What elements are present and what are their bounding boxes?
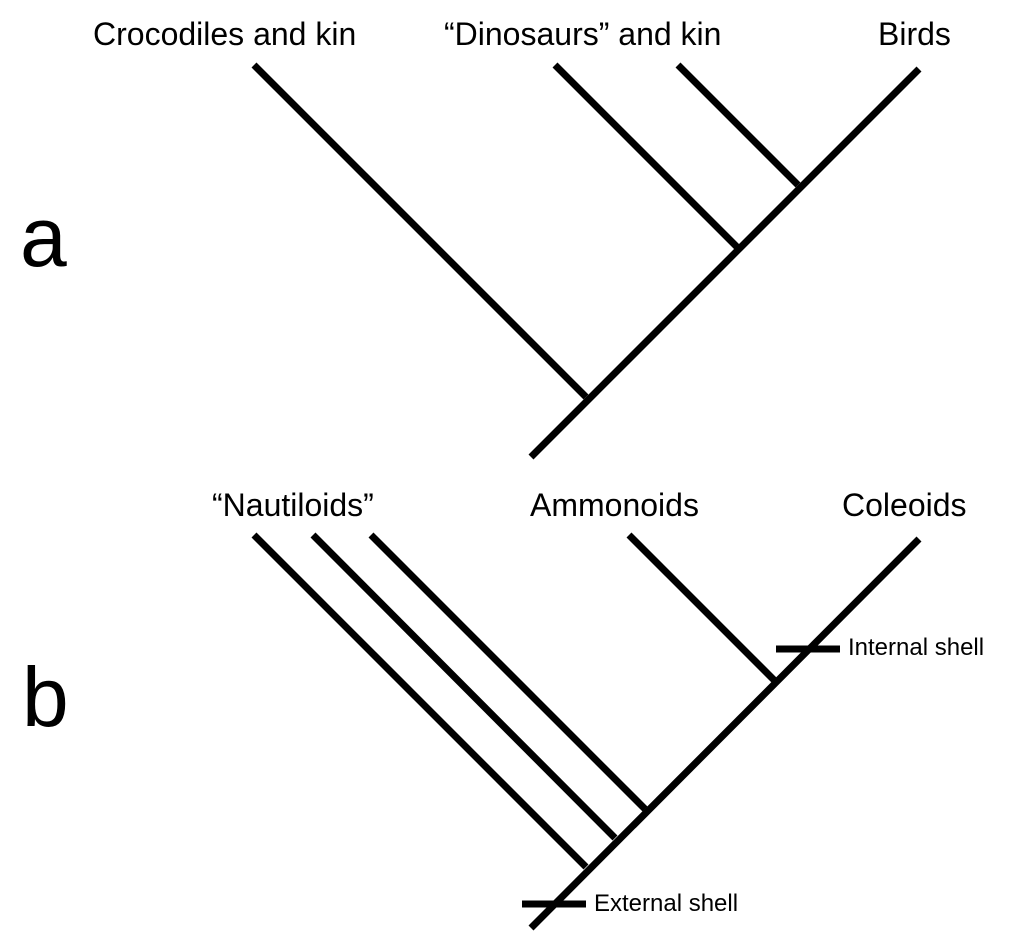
tree-b-branch-ammonoids — [626, 532, 778, 684]
panel-label-b: b — [22, 650, 69, 744]
tree-a-branch-dinosaurs-2 — [675, 62, 801, 188]
tree-b-branch-nautiloid-1 — [251, 532, 589, 870]
panel-label-a: a — [20, 190, 67, 284]
tree-a-main-stem — [528, 66, 922, 460]
tree-b-branch-nautiloid-2 — [310, 532, 618, 841]
taxon-label-nautiloids: “Nautiloids” — [212, 487, 374, 523]
taxon-label-dinosaurs: “Dinosaurs” and kin — [444, 16, 722, 52]
tree-a-branch-crocodiles — [251, 62, 589, 400]
tree-b-branch-nautiloid-3 — [368, 532, 648, 812]
character-label-external-shell: External shell — [594, 890, 739, 917]
tree-b-main-stem — [528, 536, 922, 931]
taxon-label-coleoids: Coleoids — [842, 487, 967, 523]
character-label-internal-shell: Internal shell — [848, 634, 985, 661]
taxon-label-birds: Birds — [878, 16, 951, 52]
tree-a-branch-dinosaurs-1 — [552, 62, 740, 250]
taxon-label-ammonoids: Ammonoids — [530, 487, 699, 523]
taxon-label-crocodiles: Crocodiles and kin — [93, 16, 357, 52]
